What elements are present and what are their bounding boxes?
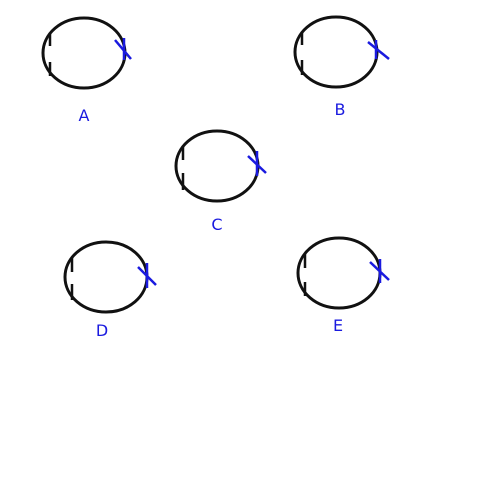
figure-b-mark-diagonal [367,41,390,60]
figure-b: B [293,15,390,119]
figure-e-ellipse [296,236,382,310]
figure-a-label: A [79,106,90,125]
figure-d-ellipse [63,240,149,314]
figure-b-label: B [335,100,346,119]
figure-c-ellipse [174,129,260,203]
figure-c-mark-diagonal [247,155,267,174]
figure-a-ellipse [41,16,127,90]
figure-d: D [63,240,157,340]
figure-d-label: D [96,321,108,340]
figure-d-mark-diagonal [137,266,157,286]
figure-c: C [174,129,267,234]
figure-e: E [296,236,390,335]
figure-a: A [41,16,132,125]
figure-a-mark-diagonal [114,39,132,60]
figure-e-label: E [333,316,343,335]
figure-e-mark-diagonal [369,261,390,281]
figure-b-ellipse [293,15,379,89]
figure-c-label: C [211,215,222,234]
